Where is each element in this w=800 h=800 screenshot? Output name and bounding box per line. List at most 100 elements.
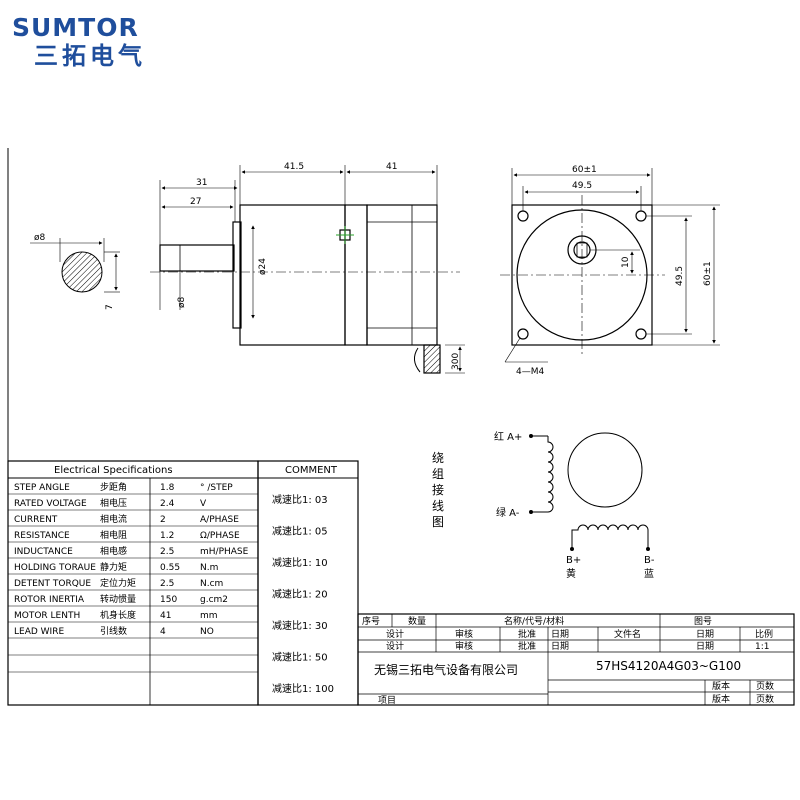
wire-green-a-minus: 绿 A- bbox=[496, 506, 520, 519]
logo-brand: SUMTOR bbox=[12, 13, 139, 42]
spec-row-unit: V bbox=[200, 499, 207, 509]
wire-yellow: 黄 bbox=[566, 567, 576, 580]
wire-blue: 蓝 bbox=[644, 568, 654, 580]
wire-b-minus: B- bbox=[644, 555, 655, 566]
title-block-text: 序号 数量 名称/代号/材料 图号 设计 审核 批准 日期 文件名 日期 比例 … bbox=[362, 615, 774, 706]
spec-row-value: 150 bbox=[160, 595, 177, 605]
dim-27: 27 bbox=[190, 197, 201, 207]
spec-row-value: 2 bbox=[160, 515, 166, 525]
comment-column-grid bbox=[257, 460, 359, 706]
tb-review: 审核 bbox=[455, 628, 473, 640]
spec-row-value: 2.5 bbox=[160, 547, 174, 557]
spec-row-label-cn: 相电感 bbox=[100, 545, 127, 557]
sheet-frame bbox=[7, 148, 794, 706]
spec-row-unit: A/PHASE bbox=[200, 515, 239, 525]
tb-scale: 1:1 bbox=[755, 642, 769, 652]
dim-60-vertical: 60±1 bbox=[703, 261, 713, 286]
spec-row-unit: mH/PHASE bbox=[200, 547, 249, 557]
tb-company: 无锡三拓电气设备有限公司 bbox=[374, 662, 518, 677]
logo-brand-cn: 三拓电气 bbox=[34, 42, 146, 70]
wiring-title-char: 绕 bbox=[432, 451, 444, 465]
tb-date-2b: 日期 bbox=[696, 641, 714, 652]
spec-table-grid bbox=[7, 460, 259, 706]
wiring-diagram bbox=[529, 432, 650, 551]
spec-row-label-cn: 相电阻 bbox=[100, 529, 127, 541]
tb-version-2: 版本 bbox=[712, 693, 730, 705]
tb-qty: 数量 bbox=[408, 615, 426, 627]
spec-row-label-en: DETENT TORQUE bbox=[14, 579, 91, 589]
tb-review-2: 审核 bbox=[455, 640, 473, 652]
dim-phi8-shaft: ø8 bbox=[177, 296, 187, 308]
spec-row-value: 1.8 bbox=[160, 483, 175, 493]
shaft-section bbox=[30, 238, 120, 293]
spec-row-value: 41 bbox=[160, 611, 171, 621]
dim-7: 7 bbox=[105, 304, 115, 310]
spec-row-label-cn: 相电流 bbox=[100, 513, 127, 525]
spec-row-label-cn: 静力矩 bbox=[100, 561, 127, 573]
spec-row-label-en: CURRENT bbox=[14, 515, 58, 525]
wiring-title: 绕 组 接 线 图 bbox=[432, 451, 444, 529]
spec-row-value: 2.5 bbox=[160, 579, 174, 589]
spec-row-label-en: STEP ANGLE bbox=[14, 483, 70, 493]
spec-table-header: Electrical Specifications bbox=[54, 465, 173, 476]
tb-filename: 文件名 bbox=[614, 628, 641, 640]
tb-pages: 页数 bbox=[756, 680, 774, 692]
dim-31: 31 bbox=[196, 178, 207, 188]
spec-row-value: 4 bbox=[160, 627, 166, 637]
tb-seq: 序号 bbox=[362, 615, 380, 627]
comment-item: 减速比1: 05 bbox=[272, 526, 328, 538]
spec-row-unit: Ω/PHASE bbox=[200, 531, 240, 541]
front-view-dimensions bbox=[504, 168, 720, 363]
comment-item: 减速比1: 03 bbox=[272, 494, 328, 506]
spec-row-label-cn: 步距角 bbox=[100, 481, 127, 493]
spec-row-unit: NO bbox=[200, 627, 214, 637]
wiring-title-char: 图 bbox=[432, 515, 444, 529]
tb-approve: 批准 bbox=[518, 628, 536, 640]
tb-version: 版本 bbox=[712, 680, 730, 692]
tb-design: 设计 bbox=[386, 628, 404, 640]
tb-date-2: 日期 bbox=[551, 641, 569, 652]
spec-row-value: 1.2 bbox=[160, 531, 174, 541]
spec-row-label-en: RESISTANCE bbox=[14, 531, 70, 541]
wire-red-a-plus: 红 A+ bbox=[494, 430, 522, 443]
tb-project: 项目 bbox=[378, 695, 396, 706]
comment-item: 减速比1: 20 bbox=[272, 589, 328, 601]
side-view-dimensions bbox=[159, 165, 465, 374]
comment-header: COMMENT bbox=[285, 465, 338, 476]
wiring-title-char: 线 bbox=[432, 499, 444, 513]
dim-41-5: 41.5 bbox=[284, 162, 304, 172]
dim-49-5-top: 49.5 bbox=[572, 181, 592, 191]
spec-row-value: 2.4 bbox=[160, 499, 175, 509]
tb-drawing-no: 图号 bbox=[694, 616, 712, 627]
title-block-grid bbox=[357, 613, 795, 706]
spec-row-label-cn: 定位力矩 bbox=[100, 577, 136, 589]
spec-row-value: 0.55 bbox=[160, 563, 180, 573]
tb-approve-2: 批准 bbox=[518, 640, 536, 652]
comment-item: 减速比1: 50 bbox=[272, 652, 328, 664]
spec-row-label-cn: 引线数 bbox=[100, 625, 127, 637]
wiring-title-char: 接 bbox=[432, 482, 444, 497]
dim-4-m4: 4—M4 bbox=[516, 367, 544, 377]
spec-row-unit: mm bbox=[200, 611, 218, 621]
side-view bbox=[150, 204, 460, 374]
spec-row-label-cn: 机身长度 bbox=[100, 609, 136, 621]
spec-row-label-en: LEAD WIRE bbox=[14, 627, 64, 637]
dim-300: 300 bbox=[451, 353, 461, 370]
tb-ratio: 比例 bbox=[755, 628, 773, 640]
spec-row-unit: N.m bbox=[200, 563, 218, 573]
company-logo: SUMTOR 三拓电气 bbox=[12, 13, 146, 71]
dim-phi8-section: ø8 bbox=[34, 233, 46, 243]
tb-date: 日期 bbox=[551, 629, 569, 640]
dim-41: 41 bbox=[386, 162, 397, 172]
spec-row-label-en: ROTOR INERTIA bbox=[14, 595, 85, 605]
spec-row-unit: g.cm2 bbox=[200, 595, 228, 605]
dim-49-5-vertical: 49.5 bbox=[675, 266, 685, 286]
spec-row-label-en: HOLDING TORAUE bbox=[14, 563, 96, 573]
spec-row-label-cn: 转动惯量 bbox=[100, 593, 136, 605]
spec-row-label-en: INDUCTANCE bbox=[14, 547, 73, 557]
dim-60-top: 60±1 bbox=[572, 165, 597, 175]
spec-row-unit: N.cm bbox=[200, 579, 223, 589]
